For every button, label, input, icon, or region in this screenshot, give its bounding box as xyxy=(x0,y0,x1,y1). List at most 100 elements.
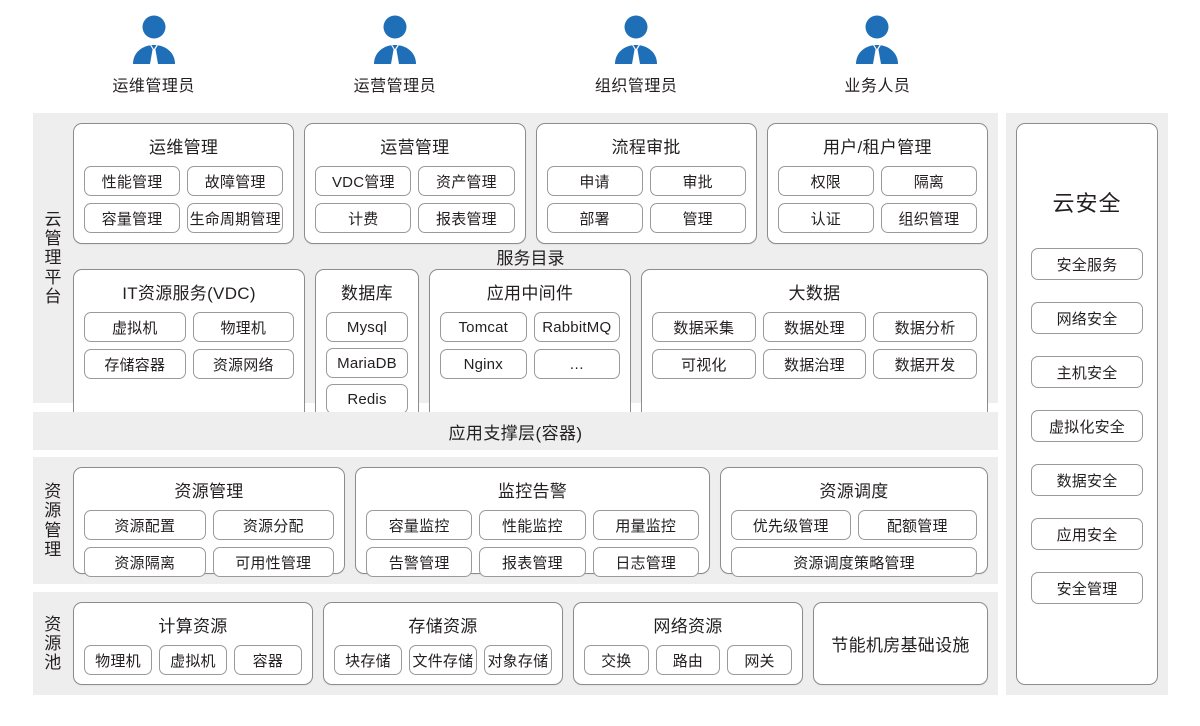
chip-host-security[interactable]: 主机安全 xyxy=(1031,356,1143,388)
chip-manage[interactable]: 管理 xyxy=(649,203,746,233)
chip-resource-network[interactable]: 资源网络 xyxy=(192,349,294,379)
chip-permission[interactable]: 权限 xyxy=(777,166,874,196)
chip-storage-container[interactable]: 存储容器 xyxy=(84,349,186,379)
resource-management-band: 资 源 管 理 资源管理 资源配置 资源分配 资源隔离 可用性管理 监控告警 容… xyxy=(33,457,998,584)
chip-data-security[interactable]: 数据安全 xyxy=(1031,464,1143,496)
group-process-approval: 流程审批 申请 审批 部署 管理 xyxy=(535,123,757,244)
actor-label: 运营管理员 xyxy=(353,78,437,95)
chip-gateway[interactable]: 网关 xyxy=(727,645,792,675)
chip-tomcat[interactable]: Tomcat xyxy=(440,312,527,342)
chip-alarm-management[interactable]: 告警管理 xyxy=(366,547,473,577)
chip-availability-management[interactable]: 可用性管理 xyxy=(212,547,334,577)
chip-capacity-management[interactable]: 容量管理 xyxy=(84,203,181,233)
chip-resource-isolation[interactable]: 资源隔离 xyxy=(84,547,206,577)
group-infrastructure: 节能机房基础设施 xyxy=(813,602,988,685)
chip-data-governance[interactable]: 数据治理 xyxy=(762,349,867,379)
chip-virtualization-security[interactable]: 虚拟化安全 xyxy=(1031,410,1143,442)
card-title: 数据库 xyxy=(341,284,393,303)
chip-scheduling-policy-management[interactable]: 资源调度策略管理 xyxy=(731,547,977,577)
chip-virtual-machine[interactable]: 虚拟机 xyxy=(158,645,227,675)
group-compute-resource: 计算资源 物理机 虚拟机 容器 xyxy=(73,602,313,685)
chip-capacity-monitoring[interactable]: 容量监控 xyxy=(366,510,473,540)
card-title: 流程审批 xyxy=(611,138,681,157)
chip-block-storage[interactable]: 块存储 xyxy=(334,645,402,675)
resource-pool-band: 资 源 池 计算资源 物理机 虚拟机 容器 存储资源 块存储 文件存储 对象存储 xyxy=(33,592,998,695)
chip-lifecycle-management[interactable]: 生命周期管理 xyxy=(187,203,284,233)
actor-business-user: 业务人员 xyxy=(757,14,998,96)
chip-container[interactable]: 容器 xyxy=(233,645,302,675)
cloud-security-card: 云安全 安全服务 网络安全 主机安全 虚拟化安全 数据安全 应用安全 安全管理 xyxy=(1016,123,1158,685)
cloud-security-title: 云安全 xyxy=(1052,191,1122,216)
chip-apply[interactable]: 申请 xyxy=(546,166,643,196)
chip-resource-configuration[interactable]: 资源配置 xyxy=(84,510,206,540)
chip-approve[interactable]: 审批 xyxy=(649,166,746,196)
user-avatar-icon xyxy=(856,15,899,64)
chip-redis[interactable]: Redis xyxy=(326,384,408,414)
card-title: 资源调度 xyxy=(819,482,889,501)
chip-application-security[interactable]: 应用安全 xyxy=(1031,518,1143,550)
card-title: 用户/租户管理 xyxy=(822,138,932,157)
group-monitoring-alarm: 监控告警 容量监控 性能监控 用量监控 告警管理 报表管理 日志管理 xyxy=(355,467,710,577)
cloud-management-platform-side-label: 云 管 理 平 台 xyxy=(44,209,62,307)
app-support-layer-strip: 应用支撑层(容器) xyxy=(33,412,998,450)
chip-authentication[interactable]: 认证 xyxy=(777,203,874,233)
chip-report-management[interactable]: 报表管理 xyxy=(479,547,586,577)
chip-vdc-management[interactable]: VDC管理 xyxy=(315,166,412,196)
chip-rabbitmq[interactable]: RabbitMQ xyxy=(533,312,620,342)
chip-file-storage[interactable]: 文件存储 xyxy=(408,645,477,675)
chip-billing[interactable]: 计费 xyxy=(315,203,412,233)
chip-log-management[interactable]: 日志管理 xyxy=(592,547,699,577)
chip-data-collection[interactable]: 数据采集 xyxy=(652,312,756,342)
chip-priority-management[interactable]: 优先级管理 xyxy=(731,510,851,540)
chip-data-development[interactable]: 数据开发 xyxy=(873,349,977,379)
chip-security-management[interactable]: 安全管理 xyxy=(1031,572,1143,604)
chip-mariadb[interactable]: MariaDB xyxy=(326,348,408,378)
group-database: 数据库 Mysql MariaDB Redis xyxy=(315,269,419,425)
chip-physical-machine[interactable]: 物理机 xyxy=(192,312,294,342)
card-title: 存储资源 xyxy=(408,617,478,636)
card-title: IT资源服务(VDC) xyxy=(122,284,256,303)
chip-performance-management[interactable]: 性能管理 xyxy=(84,166,181,196)
chip-virtual-machine[interactable]: 虚拟机 xyxy=(84,312,186,342)
actor-row: 运维管理员 运营管理员 组织管理员 xyxy=(33,14,998,106)
chip-security-service[interactable]: 安全服务 xyxy=(1031,248,1143,280)
chip-report-management[interactable]: 报表管理 xyxy=(418,203,515,233)
chip-data-analysis[interactable]: 数据分析 xyxy=(873,312,977,342)
chip-object-storage[interactable]: 对象存储 xyxy=(483,645,552,675)
chip-usage-monitoring[interactable]: 用量监控 xyxy=(592,510,699,540)
chip-mysql[interactable]: Mysql xyxy=(326,312,408,342)
infrastructure-label: 节能机房基础设施 xyxy=(831,635,970,655)
chip-quota-management[interactable]: 配额管理 xyxy=(857,510,977,540)
group-resource-management: 资源管理 资源配置 资源分配 资源隔离 可用性管理 xyxy=(73,467,345,577)
chip-switching[interactable]: 交换 xyxy=(584,645,649,675)
group-operation-management: 运营管理 VDC管理 资产管理 计费 报表管理 xyxy=(304,123,526,244)
chip-fault-management[interactable]: 故障管理 xyxy=(187,166,284,196)
actor-label: 组织管理员 xyxy=(594,78,678,95)
chip-performance-monitoring[interactable]: 性能监控 xyxy=(479,510,586,540)
chip-resource-allocation[interactable]: 资源分配 xyxy=(212,510,334,540)
card-title: 大数据 xyxy=(788,284,841,303)
chip-routing[interactable]: 路由 xyxy=(655,645,721,675)
group-ops-management: 运维管理 性能管理 故障管理 容量管理 生命周期管理 xyxy=(73,123,295,244)
actor-label: 运维管理员 xyxy=(112,78,195,95)
chip-isolation[interactable]: 隔离 xyxy=(880,166,977,196)
group-application-middleware: 应用中间件 Tomcat RabbitMQ Nginx … xyxy=(429,269,631,425)
service-catalog-title: 服务目录 xyxy=(496,249,565,268)
card-title: 运营管理 xyxy=(380,138,450,157)
chip-network-security[interactable]: 网络安全 xyxy=(1031,302,1143,334)
chip-nginx[interactable]: Nginx xyxy=(440,349,527,379)
chip-deploy[interactable]: 部署 xyxy=(546,203,643,233)
card-title: 运维管理 xyxy=(149,138,219,157)
card-title: 监控告警 xyxy=(497,482,568,501)
chip-visualization[interactable]: 可视化 xyxy=(652,349,756,379)
group-it-resource-service: IT资源服务(VDC) 虚拟机 物理机 存储容器 资源网络 xyxy=(73,269,305,425)
chip-org-management[interactable]: 组织管理 xyxy=(880,203,977,233)
chip-more[interactable]: … xyxy=(533,349,620,379)
chip-asset-management[interactable]: 资产管理 xyxy=(418,166,515,196)
chip-data-processing[interactable]: 数据处理 xyxy=(762,312,867,342)
card-title: 应用中间件 xyxy=(486,284,574,303)
chip-physical-machine[interactable]: 物理机 xyxy=(84,645,152,675)
group-resource-scheduling: 资源调度 优先级管理 配额管理 资源调度策略管理 xyxy=(720,467,988,577)
app-support-layer-label: 应用支撑层(容器) xyxy=(448,423,583,443)
